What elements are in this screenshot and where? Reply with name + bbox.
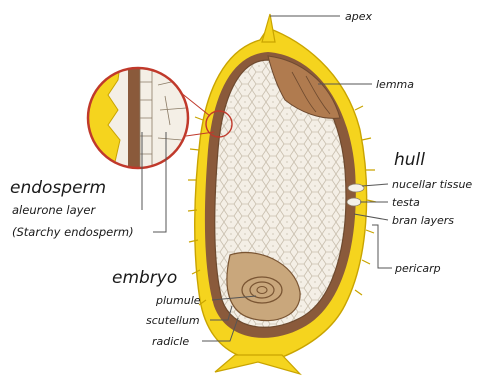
leader-pericarp [372, 225, 392, 268]
label-radicle: radicle [152, 335, 189, 348]
label-aleurone-layer: aleurone layer [12, 203, 97, 217]
label-plumule: plumule [155, 294, 201, 307]
label-embryo: embryo [112, 268, 177, 288]
label-bran-layers: bran layers [392, 214, 454, 227]
label-testa: testa [392, 196, 420, 209]
label-scutellum: scutellum [146, 314, 200, 327]
label-starchy-endosperm: (Starchy endosperm) [12, 225, 134, 239]
label-lemma: lemma [376, 78, 414, 91]
label-nucellar-tissue: nucellar tissue [392, 178, 472, 191]
label-apex: apex [345, 10, 372, 23]
label-endosperm: endosperm [10, 178, 106, 198]
label-pericarp: pericarp [394, 262, 441, 275]
label-hull: hull [394, 150, 425, 170]
